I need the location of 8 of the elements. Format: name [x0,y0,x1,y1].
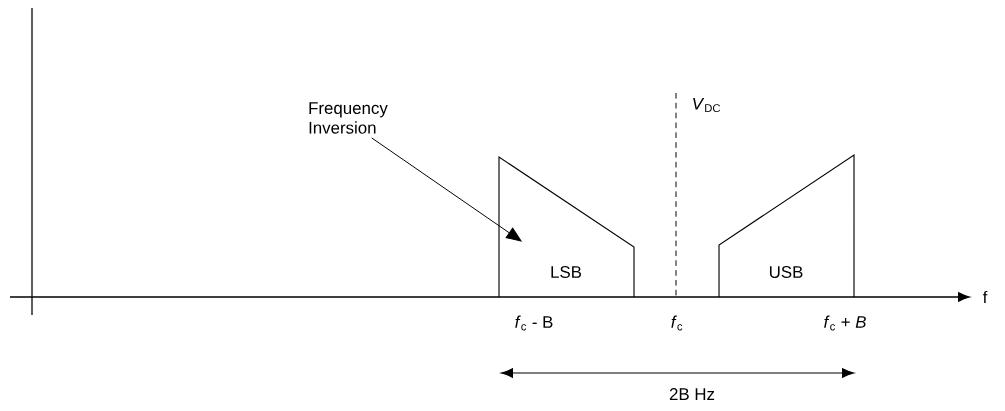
voltage-label: V$_{DC}$ [690,96,723,114]
frequency-label: f$_{c}$ + B [822,314,868,332]
frequency-label: f$_{c}$ [669,314,685,332]
leader-arrow [371,137,522,242]
axis-label: f [981,289,989,305]
frequency-label: f$_{c}$ - B [513,314,555,332]
callout-text: Frequency Inversion [309,102,388,134]
dimension-label: 2B Hz [667,386,717,402]
